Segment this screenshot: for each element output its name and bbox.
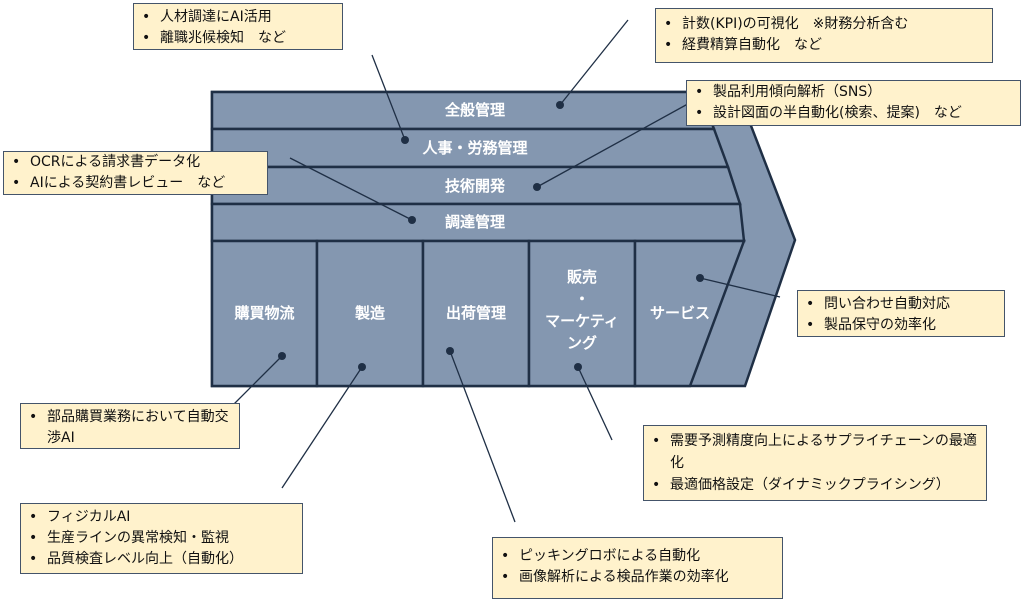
primary-label-outbound: 出荷管理 bbox=[445, 304, 506, 322]
note-hr: 人材調達にAI活用 離職兆候検知 など bbox=[133, 3, 343, 50]
primary-col-manufacturing bbox=[315, 239, 425, 388]
note-outbound: ピッキングロボによる自動化 画像解析による検品作業の効率化 bbox=[492, 537, 783, 599]
note-sales: 需要予測精度向上によるサプライチェーンの最適化 最適価格設定（ダイナミックプライ… bbox=[643, 425, 987, 501]
note-item: フィジカルAI bbox=[29, 507, 296, 528]
sales-line-2: ・ bbox=[574, 290, 590, 308]
note-tech: 製品利用傾向解析（SNS） 設計図面の半自動化(検索、提案) など bbox=[686, 80, 1021, 126]
note-item: 品質検査レベル向上（自動化） bbox=[29, 549, 296, 570]
note-item: 計数(KPI)の可視化 ※財務分析含む bbox=[664, 14, 986, 35]
support-label-procurement: 調達管理 bbox=[444, 213, 505, 231]
note-item: 人材調達にAI活用 bbox=[142, 7, 336, 28]
primary-col-outbound bbox=[421, 239, 531, 388]
note-item: 経費精算自動化 など bbox=[664, 35, 986, 56]
leader-lines bbox=[227, 19, 781, 523]
note-inbound: 部品購買業務において自動交渉AI bbox=[20, 403, 240, 449]
support-label-general: 全般管理 bbox=[444, 101, 505, 119]
note-item: 画像解析による検品作業の効率化 bbox=[501, 567, 776, 588]
leader-dots bbox=[278, 101, 704, 371]
primary-label-inbound: 購買物流 bbox=[234, 304, 295, 322]
sales-line-1: 販売 bbox=[566, 268, 597, 286]
primary-label-sales: 販売 ・ マーケティ ング bbox=[529, 266, 635, 354]
note-item: AIによる契約書レビュー など bbox=[12, 173, 261, 194]
primary-col-sales bbox=[527, 239, 637, 388]
note-procurement: OCRによる請求書データ化 AIによる契約書レビュー など bbox=[3, 151, 268, 195]
note-item: OCRによる請求書データ化 bbox=[12, 152, 261, 173]
primary-label-manufacturing: 製造 bbox=[354, 304, 385, 322]
note-item: 最適価格設定（ダイナミックプライシング） bbox=[652, 474, 980, 496]
primary-col-inbound bbox=[210, 239, 319, 388]
note-item: 需要予測精度向上によるサプライチェーンの最適化 bbox=[652, 430, 980, 474]
note-item: 設計図面の半自動化(検索、提案) など bbox=[695, 103, 1014, 124]
sales-line-3: マーケティ bbox=[545, 312, 619, 330]
note-manufacturing: フィジカルAI 生産ラインの異常検知・監視 品質検査レベル向上（自動化） bbox=[20, 503, 303, 574]
note-item: 製品保守の効率化 bbox=[806, 315, 998, 336]
note-general: 計数(KPI)の可視化 ※財務分析含む 経費精算自動化 など bbox=[655, 8, 993, 63]
note-item: 製品利用傾向解析（SNS） bbox=[695, 82, 1014, 103]
primary-col-service bbox=[633, 239, 746, 388]
note-item: 生産ラインの異常検知・監視 bbox=[29, 528, 296, 549]
primary-label-service: サービス bbox=[649, 304, 710, 322]
support-label-tech: 技術開発 bbox=[444, 177, 505, 195]
note-item: 問い合わせ自動対応 bbox=[806, 294, 998, 315]
note-service: 問い合わせ自動対応 製品保守の効率化 bbox=[797, 290, 1005, 337]
note-item: ピッキングロボによる自動化 bbox=[501, 546, 776, 567]
support-label-hr: 人事・労務管理 bbox=[422, 139, 528, 157]
note-item: 離職兆候検知 など bbox=[142, 28, 336, 49]
sales-line-4: ング bbox=[566, 334, 597, 352]
note-item: 部品購買業務において自動交渉AI bbox=[29, 407, 233, 449]
